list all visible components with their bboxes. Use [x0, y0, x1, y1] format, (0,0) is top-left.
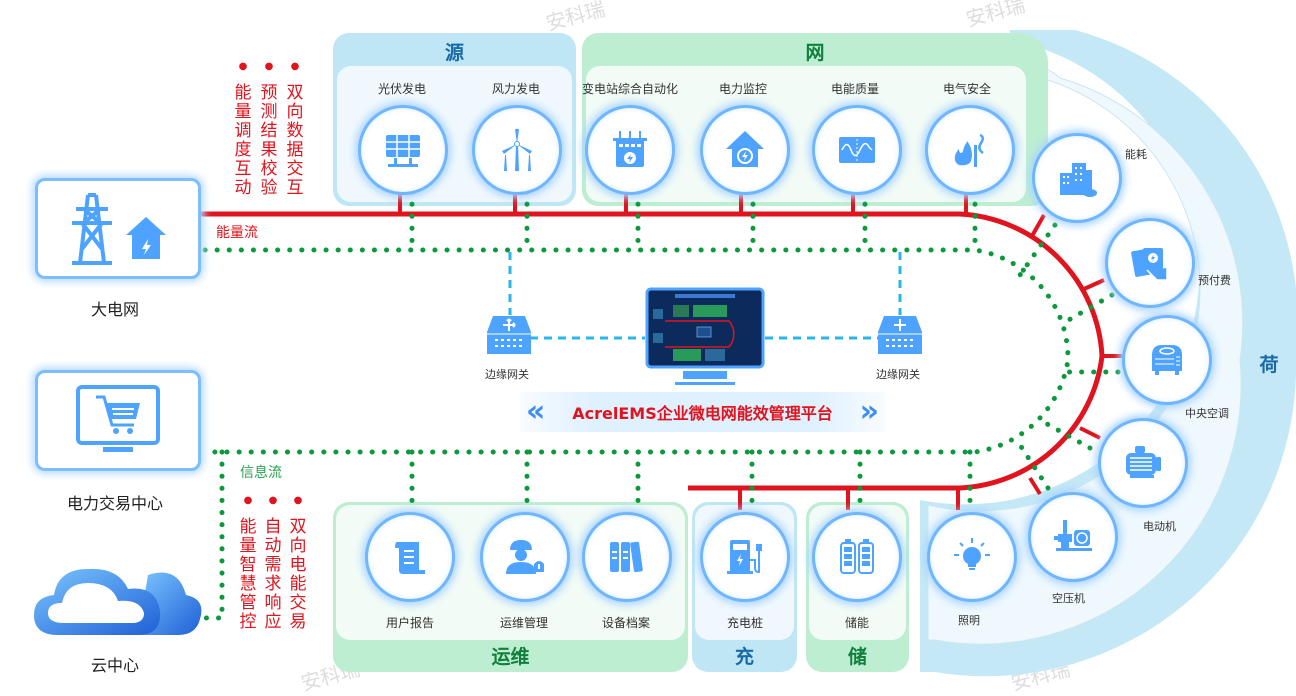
lighting-node[interactable] [927, 512, 1017, 602]
waveform-icon [839, 137, 875, 163]
vertical-note: ●双向电能交易 [289, 495, 307, 632]
gateway-router-icon [878, 316, 922, 354]
gateway-router-icon [487, 316, 531, 354]
air-conditioner-icon [1152, 345, 1182, 375]
substation-icon [613, 131, 647, 167]
cloud-icon [34, 568, 202, 635]
power-monitor-house-icon [726, 131, 764, 167]
platform-monitor[interactable] [645, 287, 765, 387]
node-label: 用户报告 [385, 616, 434, 630]
motor-node[interactable] [1098, 418, 1188, 508]
node-label: 预付费 [1198, 274, 1231, 287]
edge-gateway-right[interactable] [878, 314, 922, 356]
ops-management-node[interactable] [480, 512, 570, 602]
edge-gateway-left-label: 边缘网关 [485, 368, 529, 381]
monitor-dashboard-icon [645, 287, 765, 385]
power-quality-node[interactable] [812, 105, 902, 195]
node-label: 储能 [844, 616, 869, 630]
solar-panel-icon [386, 135, 420, 167]
shopping-cart-monitor-icon [76, 384, 160, 452]
buildings-icon [1060, 163, 1097, 197]
vertical-note: ●双向数据交互 [286, 61, 304, 198]
load-title: 荷 [1259, 354, 1279, 376]
wind-node[interactable] [472, 105, 562, 195]
solar-node[interactable] [358, 105, 448, 195]
vertical-note: ●能量智慧管控 [239, 495, 257, 632]
edge-gateway-left[interactable] [487, 314, 531, 356]
report-scroll-icon [395, 542, 425, 574]
prepaid-card-icon [1131, 248, 1168, 281]
trading-center-box[interactable] [35, 370, 201, 471]
watermark: 安科瑞 [543, 0, 608, 36]
user-report-node[interactable] [365, 512, 455, 602]
equipment-archive-node[interactable] [582, 512, 672, 602]
edge-gateway-right-label: 边缘网关 [876, 368, 920, 381]
source-title: 源 [444, 42, 464, 64]
motor-icon [1126, 446, 1161, 478]
main-grid-box[interactable] [35, 178, 201, 279]
node-label: 运维管理 [499, 616, 548, 630]
node-label: 变电站综合自动化 [581, 82, 678, 96]
info-flow-label: 信息流 [240, 465, 282, 481]
node-label: 中央空调 [1185, 407, 1229, 420]
node-label: 照明 [958, 614, 980, 627]
substation-node[interactable] [585, 105, 675, 195]
node-label: 电力监控 [718, 82, 767, 96]
ops-title: 运维 [491, 646, 530, 668]
light-bulb-icon [954, 538, 990, 570]
energy-consumption-node[interactable] [1032, 133, 1122, 223]
binders-icon [610, 541, 643, 573]
node-label: 空压机 [1052, 592, 1085, 605]
power-monitor-node[interactable] [700, 105, 790, 195]
vertical-note: ●预测结果校验 [260, 61, 278, 198]
energy-storage-node[interactable] [812, 512, 902, 602]
main-grid-label: 大电网 [90, 300, 139, 319]
engineer-alarm-icon [506, 540, 544, 574]
platform-banner: « AcrelEMS企业微电网能效管理平台 » [520, 392, 885, 432]
air-compressor-node[interactable] [1028, 492, 1118, 582]
charging-pile-node[interactable] [700, 512, 790, 602]
cloud-center-label: 云中心 [90, 656, 139, 675]
node-label: 电动机 [1143, 520, 1176, 533]
watermark: 安科瑞 [963, 0, 1028, 32]
battery-icon [840, 539, 874, 574]
node-label: 光伏发电 [377, 82, 426, 96]
power-tower-icon [72, 192, 166, 265]
node-label: 充电桩 [726, 616, 763, 630]
central-ac-node[interactable] [1122, 315, 1212, 405]
prepaid-node[interactable] [1105, 218, 1195, 308]
wind-turbine-icon [502, 129, 532, 171]
charge-title: 充 [734, 646, 754, 668]
chevron-left-icon: « [526, 394, 546, 429]
air-compressor-icon [1054, 520, 1092, 551]
node-label: 风力发电 [491, 82, 540, 96]
node-label: 电气安全 [942, 82, 991, 96]
grid-title: 网 [805, 42, 825, 64]
vertical-note: ●能量调度互动 [234, 61, 252, 198]
electrical-safety-node[interactable] [925, 105, 1015, 195]
fire-safety-icon [954, 133, 984, 167]
chevron-right-icon: » [859, 394, 879, 429]
cloud-center[interactable] [28, 555, 208, 645]
charging-pile-icon [727, 540, 762, 574]
vertical-note: ●自动需求响应 [264, 495, 282, 632]
watermark: 安科瑞 [1008, 656, 1073, 696]
trading-center-label: 电力交易中心 [66, 494, 163, 513]
node-label: 电能质量 [830, 82, 879, 96]
storage-title: 储 [847, 646, 867, 668]
platform-title: AcrelEMS企业微电网能效管理平台 [572, 404, 833, 423]
node-label: 能耗 [1125, 148, 1147, 161]
node-label: 设备档案 [601, 616, 650, 630]
energy-flow-label: 能量流 [216, 225, 258, 241]
